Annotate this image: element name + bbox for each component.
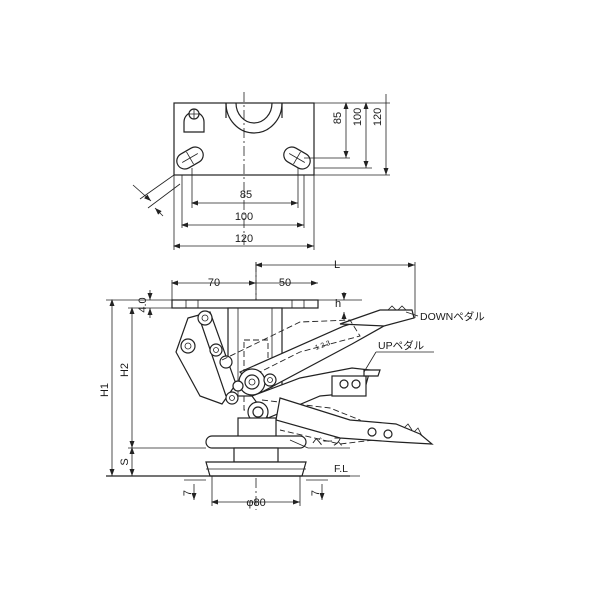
dim-120-vertical: 120: [372, 108, 384, 126]
dim-S: S: [119, 458, 131, 465]
dim-L: L: [334, 259, 340, 271]
dim-100-vertical: 100: [352, 108, 364, 126]
up-pedal-bracket: [331, 375, 367, 397]
svg-text:1 2 3: 1 2 3: [314, 340, 331, 352]
boss-outer-arc: [225, 102, 283, 134]
dim-7-left: 7: [182, 490, 194, 496]
dim-50: 50: [279, 277, 291, 289]
label-up-pedal: UPペダル: [378, 339, 424, 352]
label-down-pedal: DOWNペダル: [420, 310, 485, 323]
dim-h: h: [335, 298, 341, 310]
lower-toe-arm: [275, 397, 434, 445]
base-column: [237, 417, 277, 439]
dim-100-horizontal: 100: [235, 211, 253, 223]
down-pedal-alt-position: [221, 319, 361, 385]
top-view: 85 100 120 85 100 120: [132, 92, 390, 250]
dim-H2: H2: [119, 363, 131, 377]
label-fl: F.L: [334, 463, 348, 475]
mounting-plate: [171, 299, 319, 309]
boss-inner-arc: [235, 102, 273, 124]
pivot-top-left: [197, 310, 213, 326]
main-pivot: [238, 368, 266, 396]
dim-phi80: φ80: [246, 497, 265, 509]
dim-85-horizontal: 85: [240, 189, 252, 201]
dim-120-horizontal: 120: [235, 233, 253, 245]
label-base: ベース: [312, 436, 343, 448]
right-mount-slot: [283, 146, 311, 170]
dim-85-vertical: 85: [332, 112, 344, 124]
dim-70: 70: [208, 277, 220, 289]
down-pedal-plate: [339, 309, 415, 327]
dim-4-0: 4.0: [137, 297, 149, 312]
left-mount-slot: [176, 146, 204, 170]
base-disc: [205, 435, 307, 449]
side-view: 70 50 L 1 2 3: [99, 259, 485, 510]
dim-H1: H1: [99, 383, 111, 397]
foot-column: [233, 447, 279, 463]
dim-7-right: 7: [310, 490, 322, 496]
top-plate-outline: [173, 102, 315, 176]
